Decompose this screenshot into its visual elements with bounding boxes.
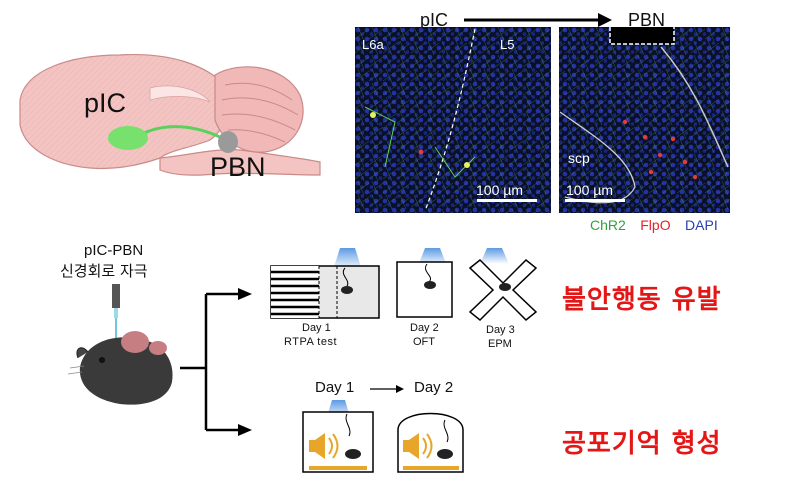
- fear-chambers: [302, 400, 464, 473]
- fear-day-arrow: [370, 385, 404, 393]
- fear-chamber-day2: [397, 412, 464, 473]
- header-arrow: [464, 13, 612, 27]
- header-from: pIC: [420, 10, 449, 30]
- micrograph-panels: [355, 27, 730, 213]
- fear-day-from: Day 1: [315, 379, 355, 396]
- test-name-3: EPM: [488, 338, 512, 350]
- test-day-2: Day 2: [410, 322, 439, 334]
- fear-result: 공포기억 형성: [562, 429, 722, 459]
- stim-label-1: pIC-PBN: [84, 242, 144, 259]
- label-pbn: PBN: [210, 152, 266, 182]
- scale-label-right: 100 µm: [566, 182, 613, 198]
- legend-dapi: DAPI: [685, 217, 718, 233]
- fear-chamber-day1: [302, 400, 374, 473]
- speaker-icon: [403, 433, 433, 459]
- scale-label-left: 100 µm: [476, 182, 523, 198]
- projection-path: [139, 125, 223, 140]
- micrograph-label-scp: scp: [568, 150, 590, 166]
- anxiety-result: 불안행동 유발: [562, 285, 722, 315]
- brainstem-shape: [159, 149, 321, 176]
- speaker-icon: [309, 433, 339, 459]
- anxiety-test-icons: [270, 248, 538, 322]
- micrograph-right: [559, 27, 730, 213]
- test-day-3: Day 3: [486, 324, 515, 336]
- branch-arrows: [180, 288, 252, 436]
- legend-flpo: FlpO: [640, 217, 671, 233]
- header-to: PBN: [628, 10, 666, 30]
- pbn-region: [218, 131, 238, 153]
- brain-illustration: [19, 53, 321, 176]
- label-pic: pIC: [84, 88, 127, 118]
- test-day-1: Day 1: [302, 322, 331, 334]
- test-name-1: RTPA test: [284, 336, 338, 348]
- optic-fiber-icon: [112, 284, 120, 308]
- legend-chr2: ChR2: [590, 217, 626, 233]
- fear-day-to: Day 2: [414, 379, 454, 396]
- pic-region: [108, 126, 148, 150]
- rtpa-apparatus: [270, 248, 380, 319]
- micrograph-label-l6a: L6a: [362, 37, 384, 52]
- stain-legend: ChR2 FlpO DAPI: [590, 217, 728, 235]
- stim-label-2: 신경회로 자극: [60, 262, 148, 280]
- oft-apparatus: [396, 248, 453, 318]
- micrograph-left: [355, 27, 551, 213]
- micrograph-label-l5: L5: [500, 37, 515, 52]
- epm-apparatus: [468, 248, 538, 322]
- mouse-illustration: [67, 284, 173, 405]
- test-name-2: OFT: [413, 336, 435, 348]
